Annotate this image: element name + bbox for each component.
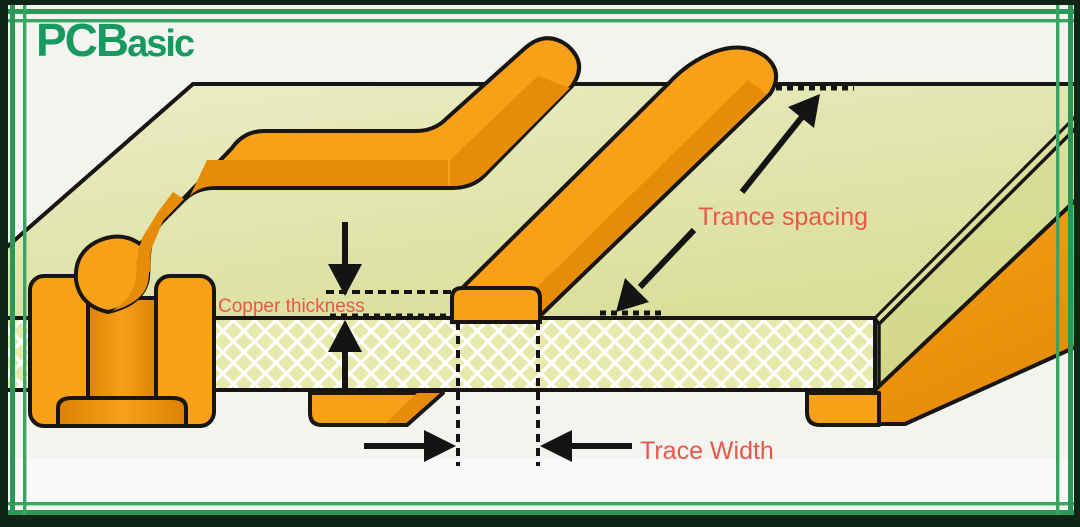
frame-dark-left [0, 0, 8, 527]
trace-spacing-label: Trance spacing [698, 203, 868, 231]
frame-line-top-inner [2, 19, 1078, 23]
trace-straight-side-face [526, 80, 766, 312]
via [28, 274, 216, 428]
svg-text:PCBasic: PCBasic [36, 14, 195, 66]
brand-logo: PCBasic [36, 14, 197, 66]
trace-width-label: Trace Width [640, 437, 774, 465]
spacing-arrow-up-shaft [739, 110, 809, 194]
logo-text-bold: PCB [36, 14, 128, 66]
board-right-side-face [877, 121, 1080, 395]
trace-bent-end-face [450, 76, 570, 186]
logo-text-rest: asic [127, 23, 195, 65]
bottom-pad-middle [308, 391, 445, 427]
board-top-edge [0, 82, 1080, 255]
trace-straight [450, 45, 778, 324]
frame-line-bottom-outer [2, 510, 1078, 515]
via-bottom-bridge [56, 396, 188, 428]
frame-dark-bottom [0, 515, 1080, 527]
frame-line-left-inner [23, 2, 27, 525]
via-hump-shading [112, 244, 149, 311]
copper-thickness-label: Copper thickness [218, 296, 365, 317]
frame-dark-top [0, 0, 1080, 5]
annotation-copper-thickness: Copper thickness [218, 222, 452, 388]
trace-bent [73, 36, 581, 314]
spacing-arrow-down-head [616, 278, 649, 312]
copper-thickness-arrow-down-head [328, 264, 362, 296]
trace-bent-lower-face [136, 192, 184, 272]
trace-width-arrow-left-head [424, 430, 456, 462]
via-barrel [84, 296, 160, 412]
bottom-pad-middle-face [386, 393, 440, 423]
bottom-pad-right [805, 391, 881, 427]
spacing-arrow-up-head [788, 94, 820, 128]
frame-dark-right [1074, 0, 1080, 527]
copper-thickness-arrow-up-head [328, 320, 362, 352]
trace-width-arrow-right-head [540, 430, 572, 462]
board-right-bevel [873, 109, 1080, 327]
trace-straight-end-cap [450, 286, 542, 324]
edge-copper [805, 194, 1080, 427]
frame-line-right-inner [1056, 2, 1060, 525]
frame-line-top-outer [2, 9, 1078, 14]
trace-straight-body [450, 45, 778, 324]
frame-line-left-outer [10, 2, 15, 525]
trace-bent-front-face [190, 160, 448, 196]
annotation-trace-width: Trace Width [364, 322, 774, 466]
annotation-trace-spacing: Trance spacing [600, 85, 868, 316]
spacing-arrow-down-shaft [637, 227, 697, 290]
frame-line-right-outer [1068, 2, 1073, 525]
frame-line-bottom-inner [2, 502, 1078, 506]
